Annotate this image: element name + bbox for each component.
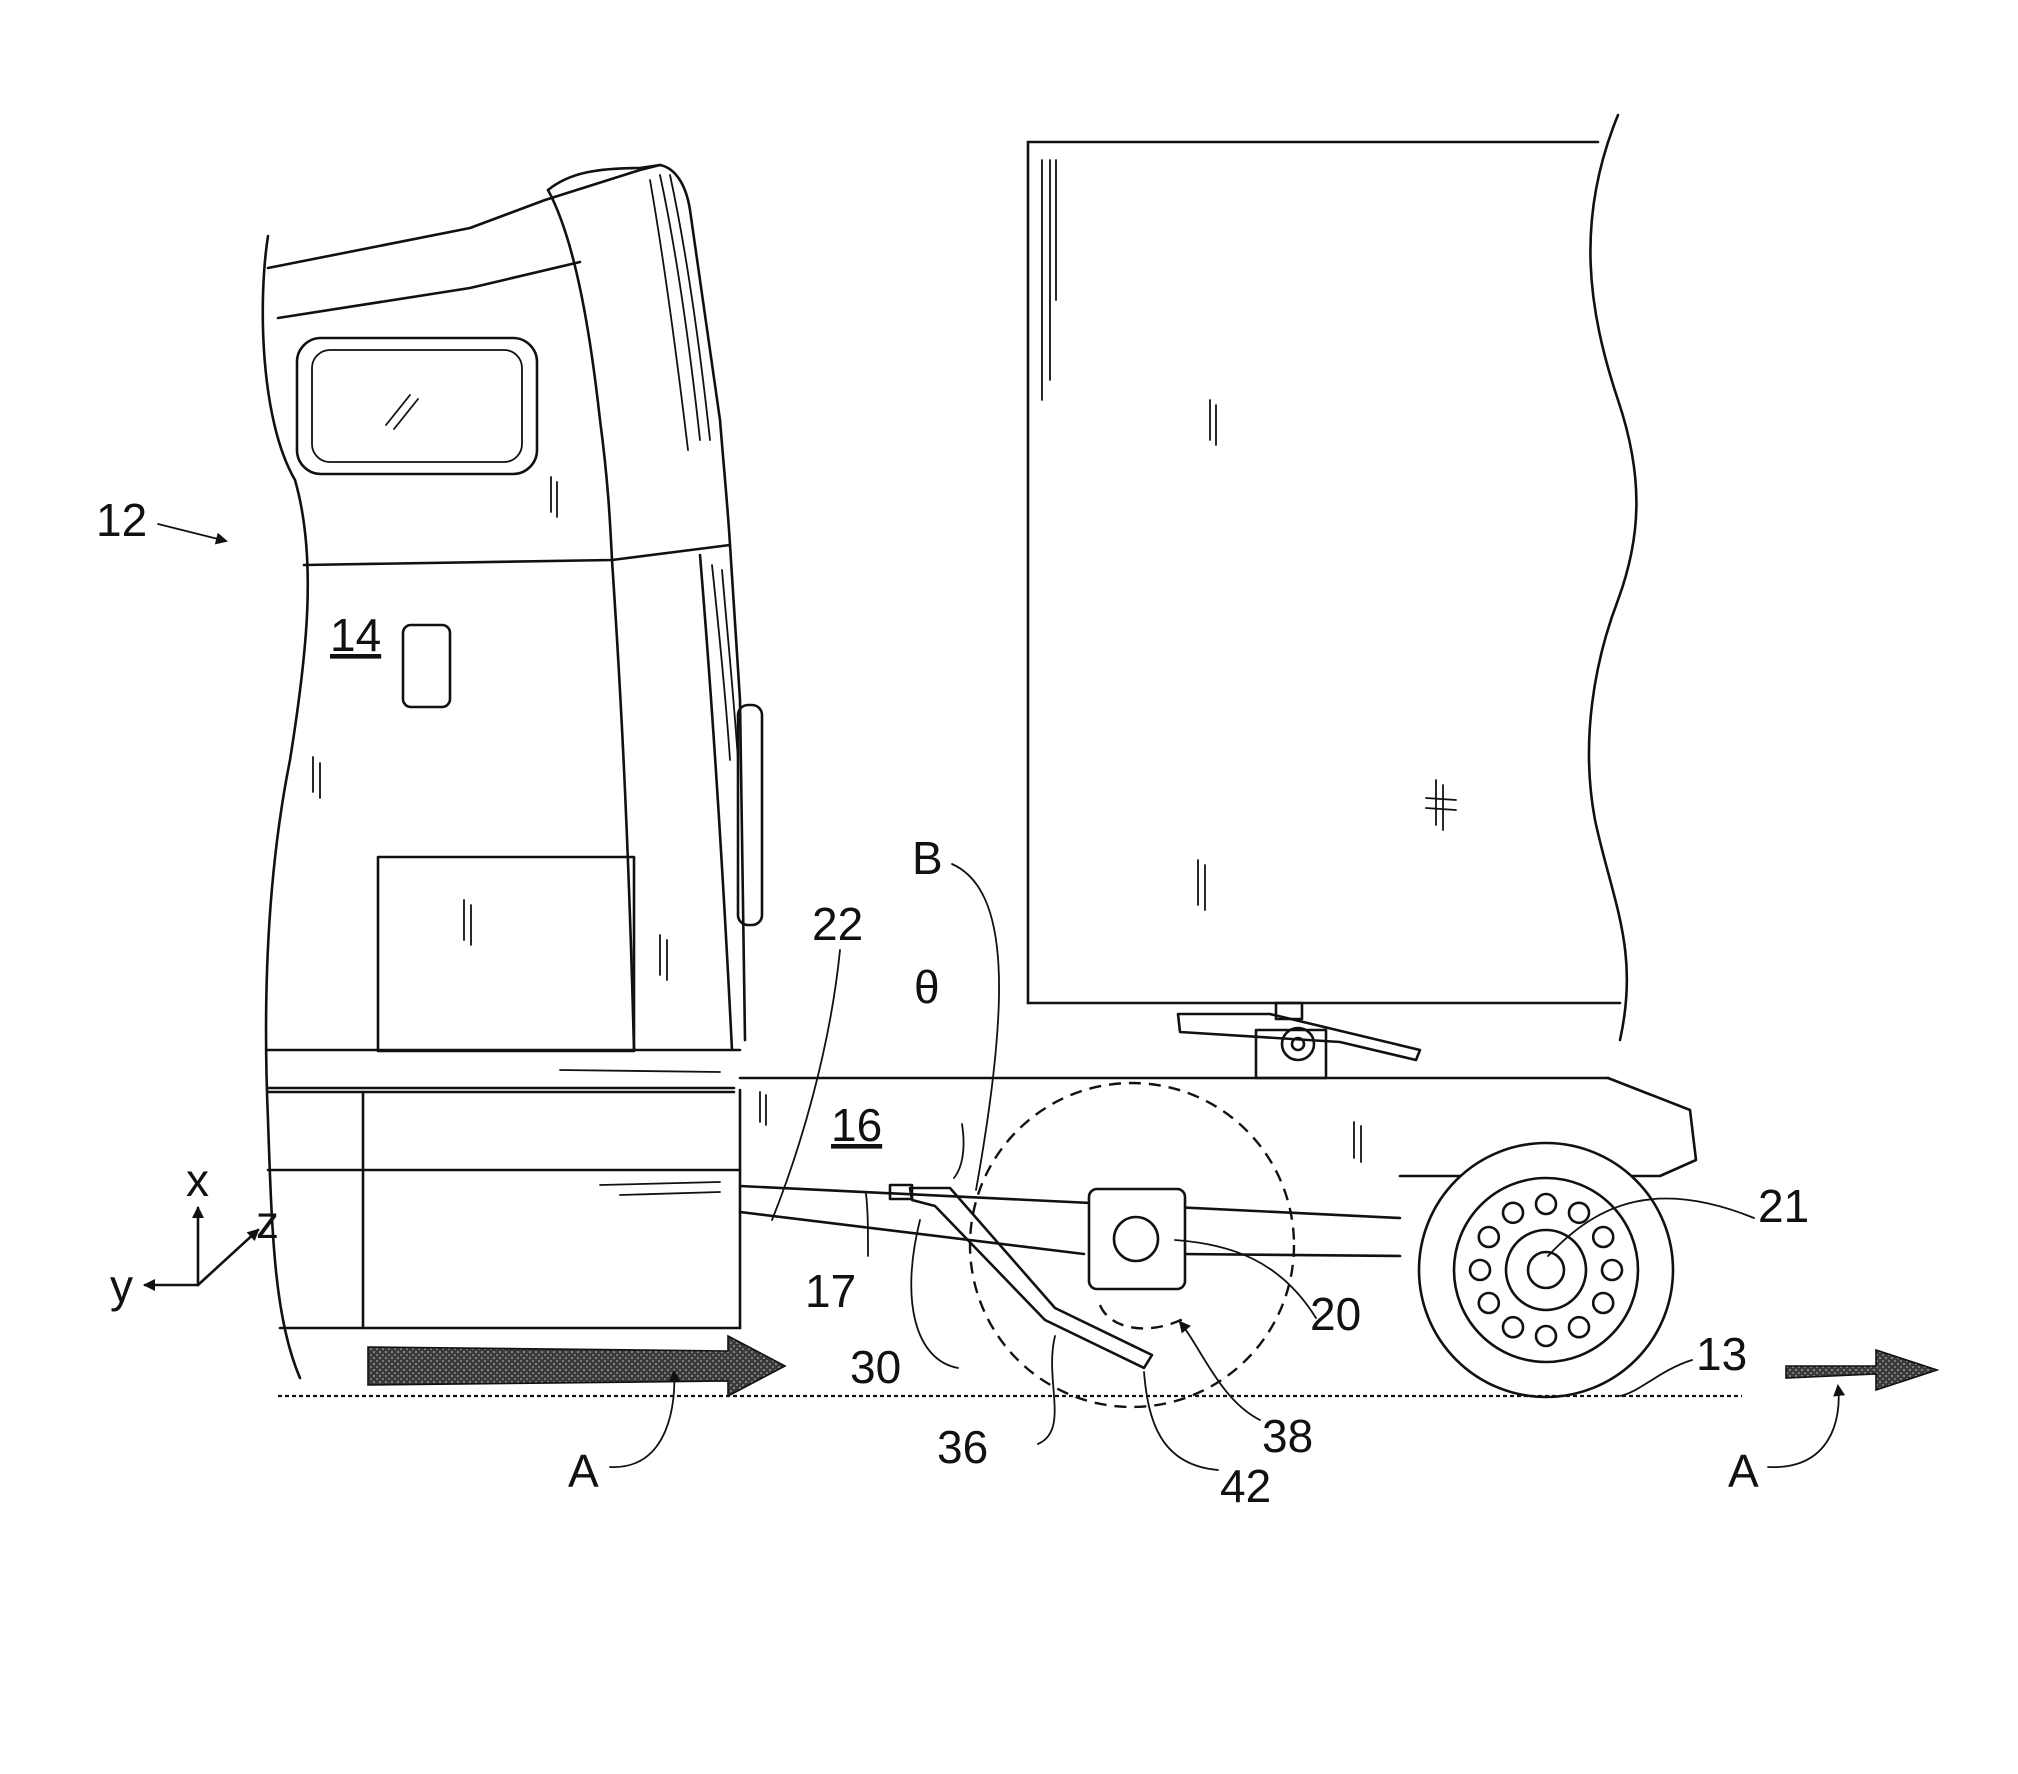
ref-label-deflector: 30 — [850, 1341, 901, 1393]
ref-label-gap: 22 — [812, 898, 863, 950]
ref-label-vehicle: 12 — [96, 494, 147, 546]
axis-label-x: x — [186, 1154, 209, 1206]
label-a-left: A — [568, 1445, 599, 1497]
ref-label-bracket: 38 — [1262, 1410, 1313, 1462]
coordinate-axes — [145, 1208, 258, 1285]
axle-bracket — [1089, 1189, 1185, 1289]
airflow-arrow-right — [1786, 1350, 1937, 1390]
label-a-right: A — [1728, 1445, 1759, 1497]
axis-label-z: z — [256, 1196, 279, 1248]
label-theta: θ — [914, 961, 940, 1013]
truck-cab — [263, 165, 762, 1378]
side-fairing — [268, 1050, 740, 1328]
cab-window — [297, 338, 537, 474]
ref-label-deflector-lower: 36 — [937, 1421, 988, 1473]
ref-label-frame: 16 — [831, 1099, 882, 1151]
label-b: B — [912, 832, 943, 884]
ref-label-cab: 14 — [330, 609, 381, 661]
ref-label-wheel-well: 20 — [1310, 1288, 1361, 1340]
cab-step-box — [378, 857, 634, 1051]
ref-label-frame-edge: 17 — [805, 1265, 856, 1317]
fifth-wheel — [1178, 1003, 1420, 1078]
ref-label-ground: 13 — [1696, 1328, 1747, 1380]
airflow-arrow-left — [368, 1336, 785, 1396]
axis-label-y: y — [110, 1260, 133, 1312]
ref-label-axle: 21 — [1758, 1180, 1809, 1232]
ref-label-tip: 42 — [1220, 1460, 1271, 1512]
cab-door-handle — [403, 625, 450, 707]
drive-wheel — [1419, 1143, 1673, 1397]
trailer-body — [1028, 115, 1636, 1040]
